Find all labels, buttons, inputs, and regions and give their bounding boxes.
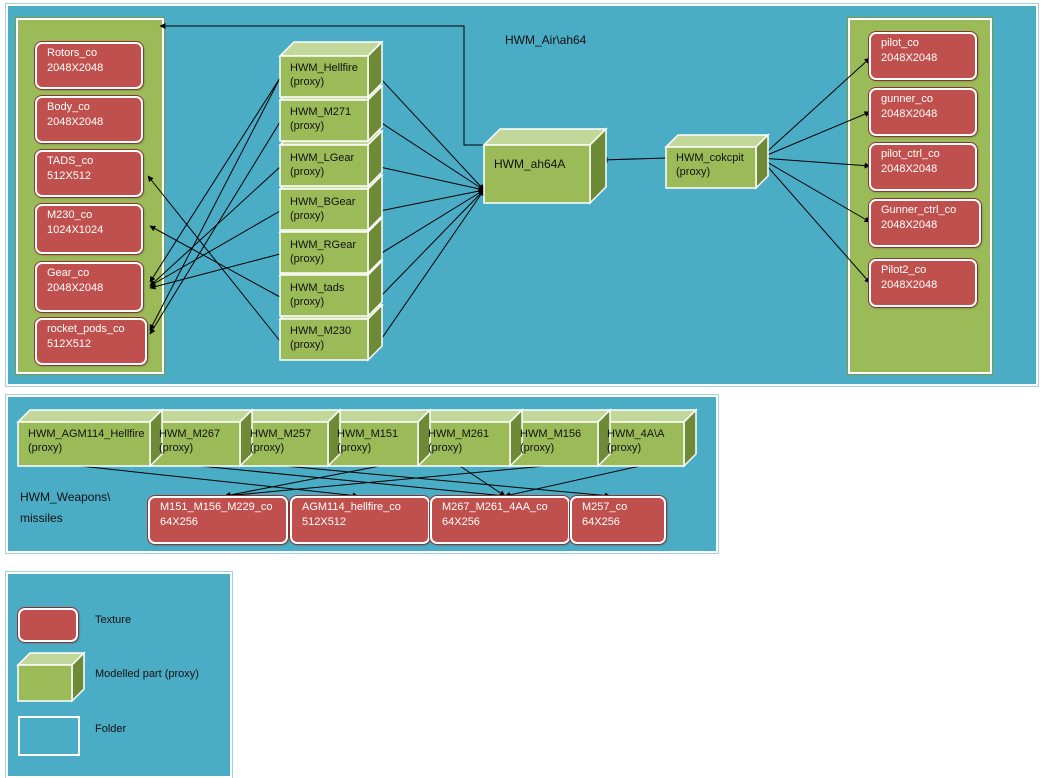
main-part-box: [482, 127, 608, 205]
arrow-stack-to-main-2: [379, 166, 485, 192]
weapon-proxy-box-agm114: [16, 408, 164, 468]
arrow-cockpit-to-texture-1: [759, 111, 871, 159]
weapon-proxy-box-4aa: [596, 408, 698, 468]
arrow-m230-to-tads: [147, 175, 281, 342]
arrow-m267-to-m267tex: [199, 465, 506, 499]
arrow-cockpit-to-texture-4: [759, 157, 871, 284]
air-folder-title: HWM_Air\ah64: [505, 33, 587, 47]
weapon-label-4aa: HWM_4A\A(proxy): [607, 428, 665, 454]
legend-proxy-swatch: [16, 651, 86, 703]
arrow-stack-to-main-3: [379, 188, 485, 212]
proxy-label-bgear: HWM_BGear(proxy): [290, 196, 356, 222]
weapons-folder-subtitle: missiles: [20, 511, 63, 525]
proxy-label-lgear: HWM_LGear(proxy): [290, 152, 355, 178]
connector-lines: [79, 23, 871, 499]
proxy-label-tads: HWM_tads(proxy): [290, 282, 345, 308]
arrow-4aa-to-m267tex: [504, 465, 641, 498]
weapon-label-m267: HWM_M267(proxy): [159, 428, 221, 454]
arrow-stack-to-main-5: [379, 189, 485, 298]
arrow-hellfire-to-gear: [149, 77, 281, 283]
proxy-label-m271: HWM_M271(proxy): [290, 106, 352, 132]
legend-modelled-part-label: Modelled part (proxy): [95, 668, 199, 680]
arrow-cockpit-to-main: [601, 156, 667, 163]
legend-folder-swatch: [18, 716, 80, 756]
arrow-cockpit-to-texture-2: [759, 157, 871, 169]
arrow-stack-to-main-6: [379, 189, 485, 342]
weapon-proxy-box-m151: [326, 408, 432, 468]
arrow-m151-to-m151tex: [224, 465, 381, 498]
arrow-m257-to-m257tex: [284, 465, 611, 499]
arrow-stack-to-main-0: [379, 77, 485, 191]
arrow-m156-to-m151tex: [224, 465, 546, 499]
main-part-label: HWM_ah64A: [494, 157, 566, 171]
weapon-label-agm114: HWM_AGM114_Hellfire(proxy): [28, 428, 145, 454]
cockpit-label: HWM_cokcpit(proxy): [676, 152, 744, 178]
proxy-boxes: [16, 40, 770, 703]
proxy-label-hellfire: HWM_Hellfire(proxy): [290, 62, 358, 88]
weapon-proxy-box-m267: [148, 408, 254, 468]
arrow-stack-to-main-4: [379, 189, 485, 255]
proxy-box-rgear: [278, 216, 384, 275]
cockpit-box: [664, 133, 770, 190]
arrow-rgear-to-gear: [149, 253, 281, 290]
arrow-cockpit-to-texture-0: [759, 57, 871, 159]
weapon-label-m257: HWM_M257(proxy): [250, 428, 312, 454]
arrow-bgear-to-gear: [149, 210, 281, 287]
arrow-hellfire-to-rocket: [149, 77, 281, 331]
legend-folder-label: Folder: [95, 723, 127, 735]
weapon-proxy-box-m261: [416, 408, 524, 468]
arrow-m271-to-rocket: [149, 121, 281, 335]
arrow-m261-to-m267tex: [459, 465, 506, 497]
arrow-tads-to-m230: [149, 225, 281, 298]
legend-texture-label: Texture: [95, 614, 132, 626]
arrow-lgear-to-gear: [149, 166, 281, 287]
weapon-label-m156: HWM_M156(proxy): [520, 428, 582, 454]
weapons-folder-title: HWM_Weapons\: [20, 490, 111, 504]
proxy-label-rgear: HWM_RGear(proxy): [290, 239, 357, 265]
legend-texture-swatch: [18, 608, 78, 642]
arrow-cockpit-to-texture-3: [759, 157, 871, 223]
proxy-box-hellfire: [278, 40, 384, 99]
arrow-agm114-to-hellfire: [79, 465, 359, 499]
proxy-label-m230: HWM_M230(proxy): [290, 325, 352, 351]
weapon-proxy-box-m156: [508, 408, 612, 468]
weapon-label-m151: HWM_M151(proxy): [337, 428, 399, 454]
arrow-stack-to-main-1: [379, 121, 485, 191]
weapon-label-m261: HWM_M261(proxy): [428, 428, 490, 454]
